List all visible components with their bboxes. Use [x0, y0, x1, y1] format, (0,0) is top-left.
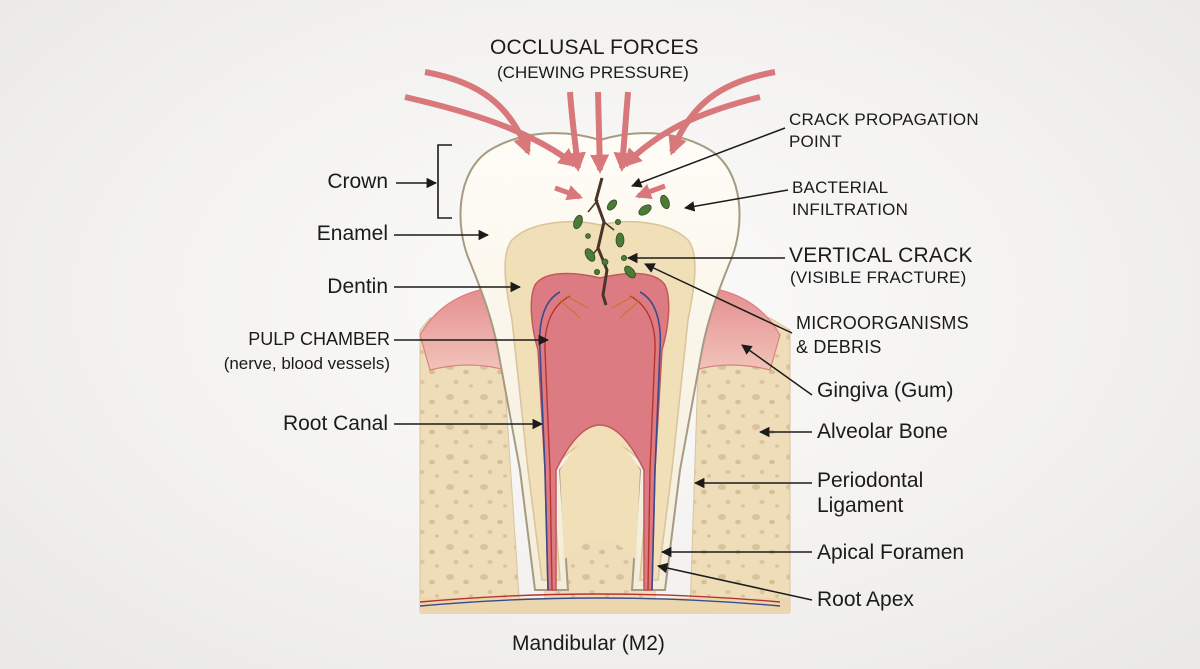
crown-bracket — [437, 144, 452, 219]
diagram-caption: Mandibular (M2) — [512, 632, 665, 655]
crown-label: Crown — [327, 170, 388, 193]
occlusal-force-arrows — [404, 69, 776, 201]
apical-foramen-label: Apical Foramen — [817, 541, 965, 564]
periodontal-ligament-label-line2: Ligament — [817, 494, 904, 517]
diagram-title: OCCLUSAL FORCES — [490, 36, 699, 59]
enamel-label: Enamel — [316, 222, 388, 245]
periodontal-ligament-label: Periodontal — [817, 469, 924, 492]
vertical-crack-label: VERTICAL CRACK — [789, 244, 973, 267]
pulp-chamber-note: (nerve, blood vessels) — [223, 354, 390, 373]
bacteria-cluster — [573, 194, 670, 279]
bacterial-infiltration-label-line2: INFILTRATION — [792, 200, 909, 219]
tooth-body — [419, 132, 781, 607]
root-apex-label: Root Apex — [817, 588, 914, 611]
gingiva-label: Gingiva (Gum) — [817, 379, 954, 402]
leader-lines-left — [394, 177, 550, 430]
dentin-label: Dentin — [327, 275, 388, 298]
root-canal-label: Root Canal — [282, 412, 388, 435]
pulp-chamber-label: PULP CHAMBER — [248, 329, 390, 349]
vertical-crack-note: (VISIBLE FRACTURE) — [790, 268, 967, 287]
crack-propagation-label: CRACK PROPAGATION — [789, 110, 979, 129]
alveolar-bone-label: Alveolar Bone — [817, 420, 948, 443]
crack-propagation-label-line2: POINT — [789, 132, 842, 151]
microorganisms-label-line2: & DEBRIS — [796, 337, 882, 357]
bacterial-infiltration-label: BACTERIAL — [792, 178, 889, 197]
diagram-subtitle: (CHEWING PRESSURE) — [497, 63, 689, 82]
leader-lines-right — [626, 127, 813, 601]
microorganisms-label: MICROORGANISMS — [796, 313, 969, 333]
